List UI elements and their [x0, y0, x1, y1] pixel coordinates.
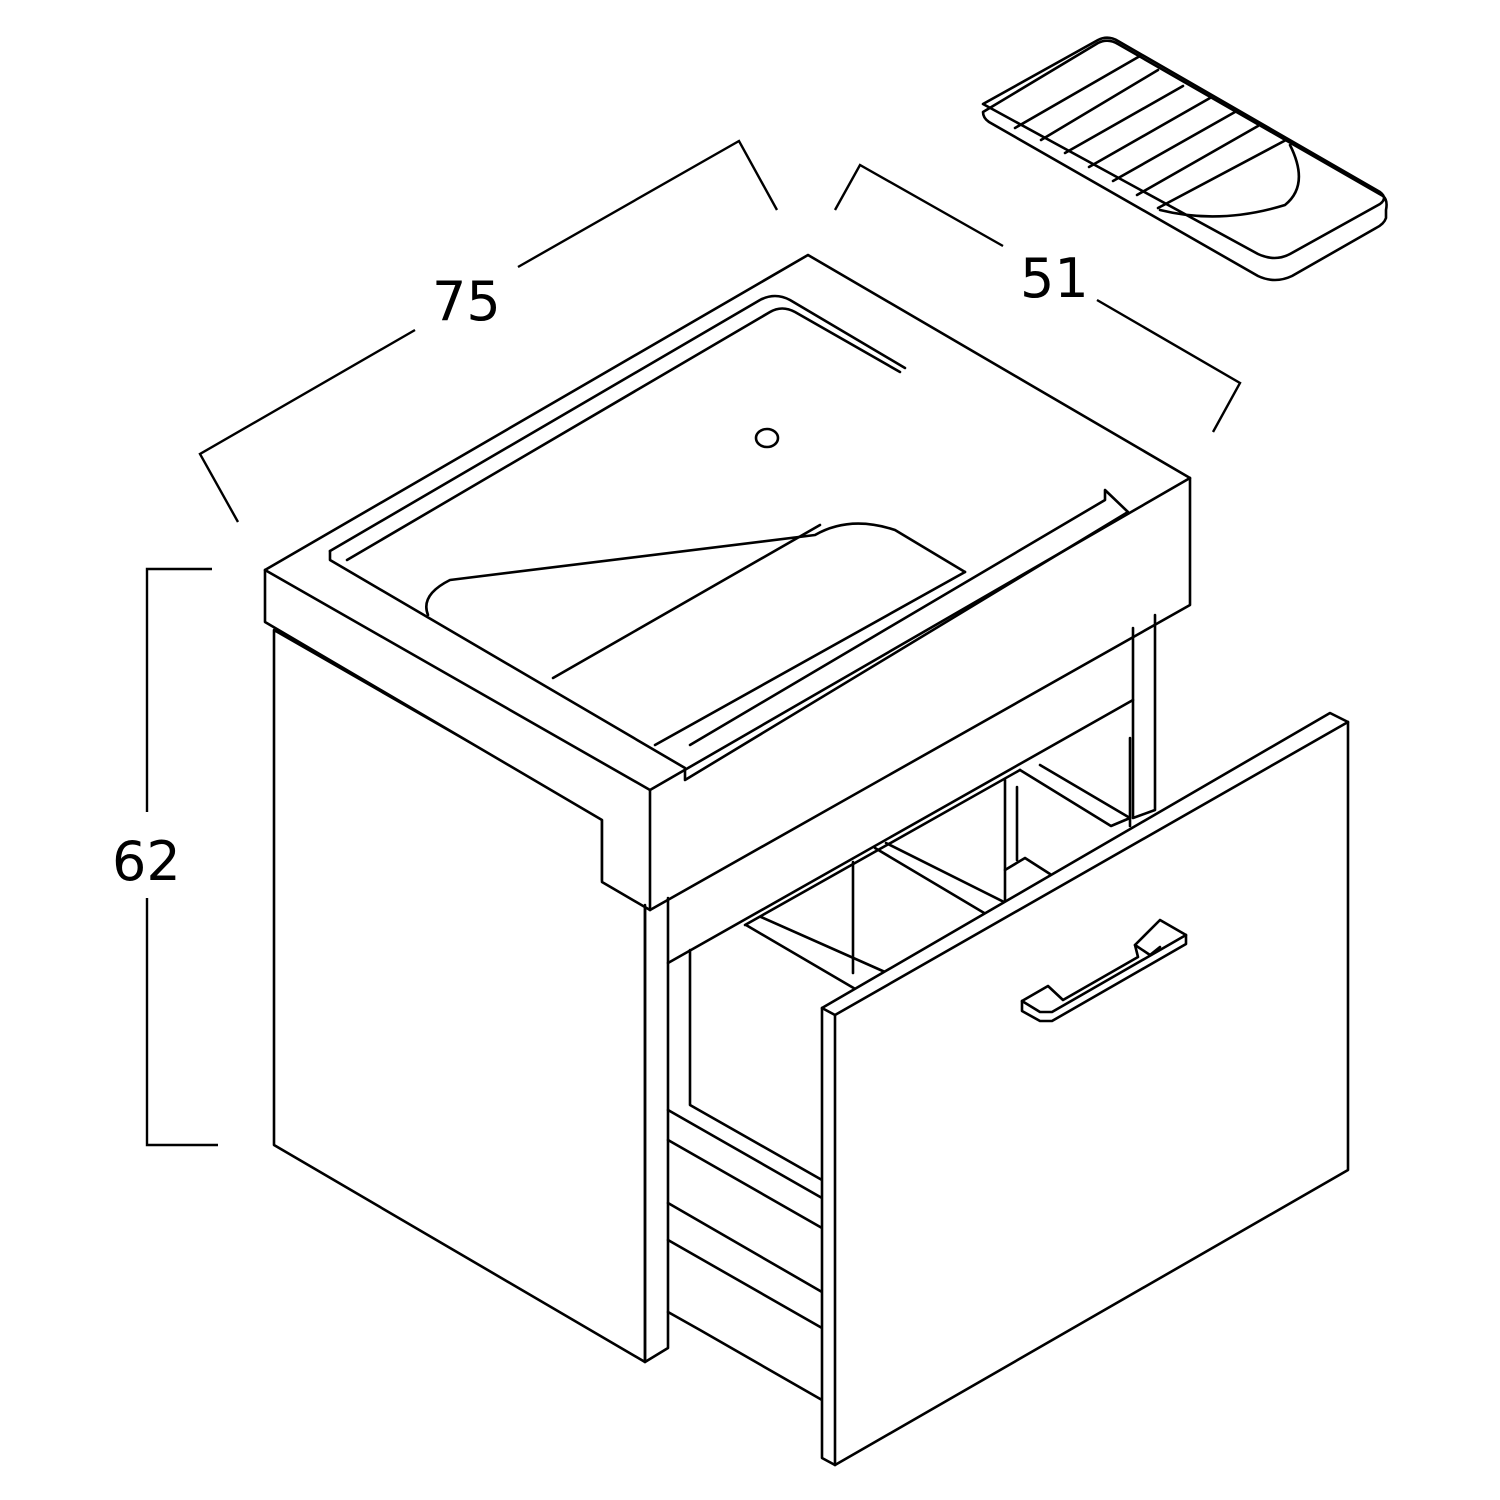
depth-dimension-label: 51 — [1020, 247, 1089, 310]
width-dimension-line — [198, 139, 779, 523]
cabinet-frame — [643, 613, 1157, 1402]
basin — [263, 253, 1192, 912]
width-dimension-label: 75 — [432, 270, 501, 333]
drain-icon — [754, 427, 780, 449]
height-dimension-line — [145, 567, 218, 1147]
depth-dimension-line — [833, 163, 1242, 433]
drawer-front[interactable] — [820, 711, 1350, 1467]
drawer-handle[interactable] — [1020, 918, 1188, 1023]
washboard-icon — [981, 36, 1388, 282]
height-dimension-label: 62 — [112, 830, 181, 893]
